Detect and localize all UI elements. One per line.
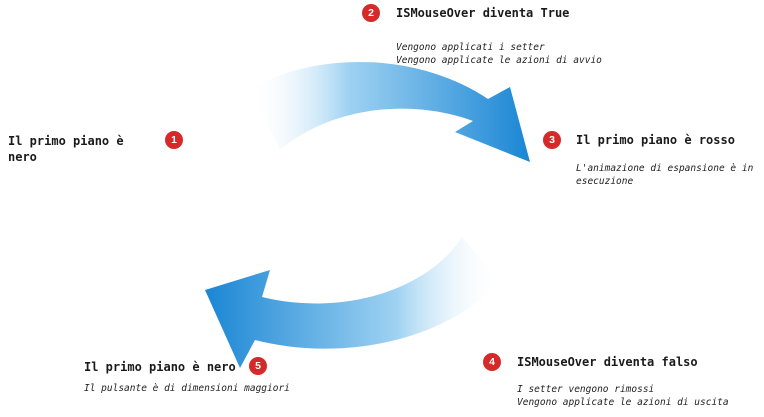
- step-4-line-2: Vengono applicate le azioni di uscita: [517, 397, 729, 408]
- step-2-badge: 2: [362, 4, 380, 22]
- bottom-cycle-arrow: [205, 237, 500, 368]
- step-5-details: Il pulsante è di dimensioni maggiori: [84, 382, 334, 395]
- step-5-line-1: Il pulsante è di dimensioni maggiori: [84, 383, 290, 394]
- step-4-details: I setter vengono rimossi Vengono applica…: [517, 383, 762, 409]
- step-3-title: Il primo piano è rosso: [576, 133, 735, 147]
- step-5-badge: 5: [249, 357, 267, 375]
- step-2-title: ISMouseOver diventa True: [396, 6, 570, 20]
- step-2: ISMouseOver diventa True: [396, 5, 696, 21]
- step-4: ISMouseOver diventa falso: [517, 354, 762, 370]
- top-cycle-arrow: [250, 61, 530, 162]
- step-2-details: Vengono applicati i setter Vengono appli…: [396, 41, 696, 67]
- step-4-title: ISMouseOver diventa falso: [517, 355, 698, 369]
- step-2-line-2: Vengono applicate le azioni di avvio: [396, 55, 602, 66]
- step-1-badge: 1: [165, 131, 183, 149]
- step-3: Il primo piano è rosso: [576, 132, 761, 148]
- step-4-badge: 4: [483, 353, 501, 371]
- step-3-badge: 3: [543, 131, 561, 149]
- step-1: Il primo piano è nero: [8, 133, 158, 165]
- step-3-line-1: L'animazione di espansione è in esecuzio…: [576, 163, 754, 187]
- step-5-title: Il primo piano è nero: [84, 360, 236, 374]
- step-1-title: Il primo piano è nero: [8, 134, 124, 164]
- step-4-line-1: I setter vengono rimossi: [517, 384, 655, 395]
- step-2-line-1: Vengono applicati i setter: [396, 42, 545, 53]
- step-5: Il primo piano è nero: [84, 359, 259, 375]
- step-3-details: L'animazione di espansione è in esecuzio…: [576, 162, 756, 188]
